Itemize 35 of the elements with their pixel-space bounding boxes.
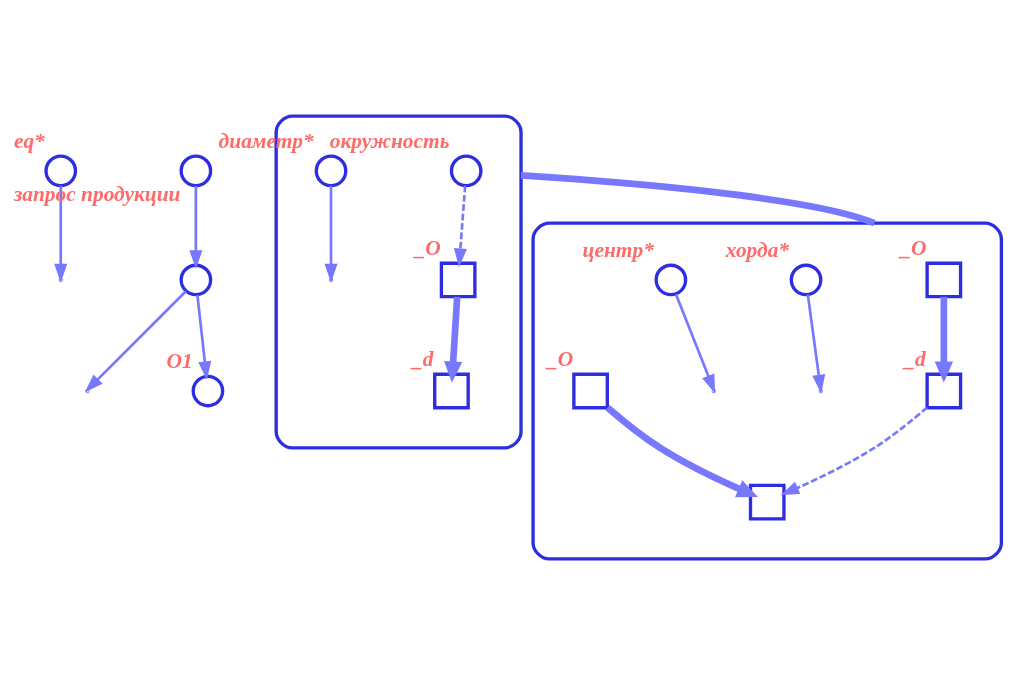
node-box (925, 261, 963, 298)
node-label: центр* (582, 237, 654, 262)
node-label: _O (900, 235, 927, 260)
node-circle (191, 374, 225, 407)
arrow (324, 185, 338, 282)
node-label: _d (904, 346, 926, 371)
node-circle (44, 154, 78, 187)
node-label: O1 (166, 348, 193, 373)
node-box (925, 372, 963, 409)
node-label: хорда* (725, 237, 790, 262)
node-circle (179, 154, 213, 187)
node-circle (789, 263, 823, 296)
node-box (439, 261, 477, 298)
node-label: _d (411, 346, 434, 371)
node-box (433, 372, 470, 409)
arrow (453, 185, 467, 267)
node-circle (654, 263, 688, 296)
node-label: _O (547, 346, 574, 371)
node-circle (314, 154, 348, 187)
node-circle (449, 154, 483, 187)
arrow (806, 293, 826, 394)
arrow (189, 185, 203, 269)
node-circle (179, 263, 213, 296)
arrow (605, 404, 758, 497)
arrow (674, 293, 716, 393)
node-label: eq* (13, 128, 45, 153)
arrow (196, 294, 212, 380)
connector (520, 171, 876, 226)
arrow (54, 185, 68, 282)
node-box (572, 372, 609, 409)
node-label: _O (414, 235, 441, 260)
cluster (531, 220, 1004, 561)
node-box (748, 483, 786, 520)
node-label: окружность (329, 128, 450, 153)
arrow (780, 406, 928, 495)
